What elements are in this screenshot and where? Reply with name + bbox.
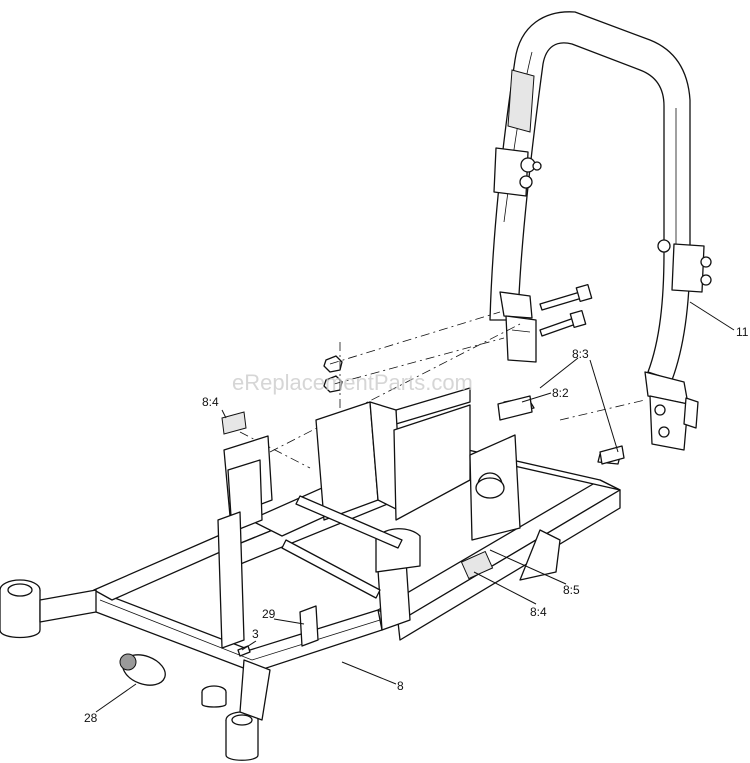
leaders (95, 301, 735, 713)
callout-29: 29 (262, 607, 276, 621)
callout-8-4-bottom: 8:4 (530, 605, 547, 619)
callout-8: 8 (397, 679, 404, 693)
callout-8-4-top: 8:4 (202, 395, 219, 409)
callout-labels: 11 8:3 8:2 8:4 8:5 8:4 29 3 8 28 (84, 325, 749, 725)
callout-11: 11 (736, 325, 749, 339)
callout-3: 3 (252, 627, 259, 641)
callout-28: 28 (84, 711, 98, 725)
callout-8-2: 8:2 (552, 386, 569, 400)
callout-8-3: 8:3 (572, 347, 589, 361)
main-frame (0, 387, 625, 761)
assembly-lines (239, 311, 646, 469)
watermark-text: eReplacementParts.com (232, 370, 473, 395)
callout-8-5: 8:5 (563, 583, 580, 597)
roll-bar-assembly (323, 11, 712, 451)
